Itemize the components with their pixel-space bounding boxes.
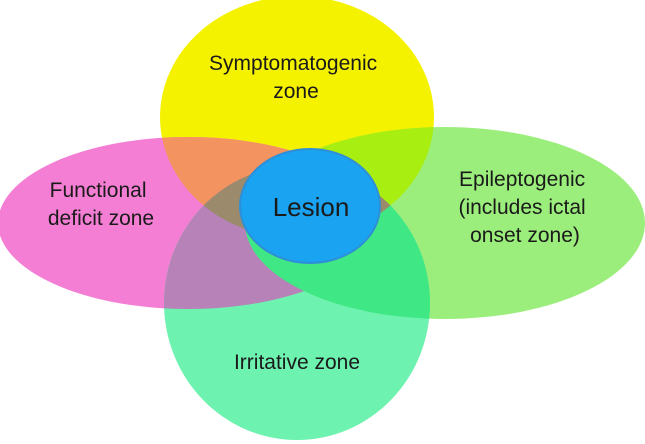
symptomatogenic-line2: zone	[273, 80, 319, 103]
functional-deficit-line2: deficit zone	[48, 207, 154, 230]
epileptogenic-line1: Epileptogenic	[459, 168, 585, 191]
epileptogenic-line3: onset zone)	[470, 224, 580, 247]
functional-deficit-line1: Functional	[50, 179, 147, 202]
symptomatogenic-label: Symptomatogenic zone	[209, 52, 383, 103]
epileptogenic-line2: (includes ictal	[458, 196, 585, 219]
functional-deficit-label: Functional deficit zone	[48, 179, 154, 230]
lesion-label: Lesion	[273, 192, 350, 222]
irritative-label: Irritative zone	[234, 351, 360, 374]
irritative-line1: Irritative zone	[234, 351, 360, 374]
epileptogenic-label: Epileptogenic (includes ictal onset zone…	[458, 168, 591, 247]
symptomatogenic-line1: Symptomatogenic	[209, 52, 377, 75]
lesion-shape	[239, 148, 381, 264]
